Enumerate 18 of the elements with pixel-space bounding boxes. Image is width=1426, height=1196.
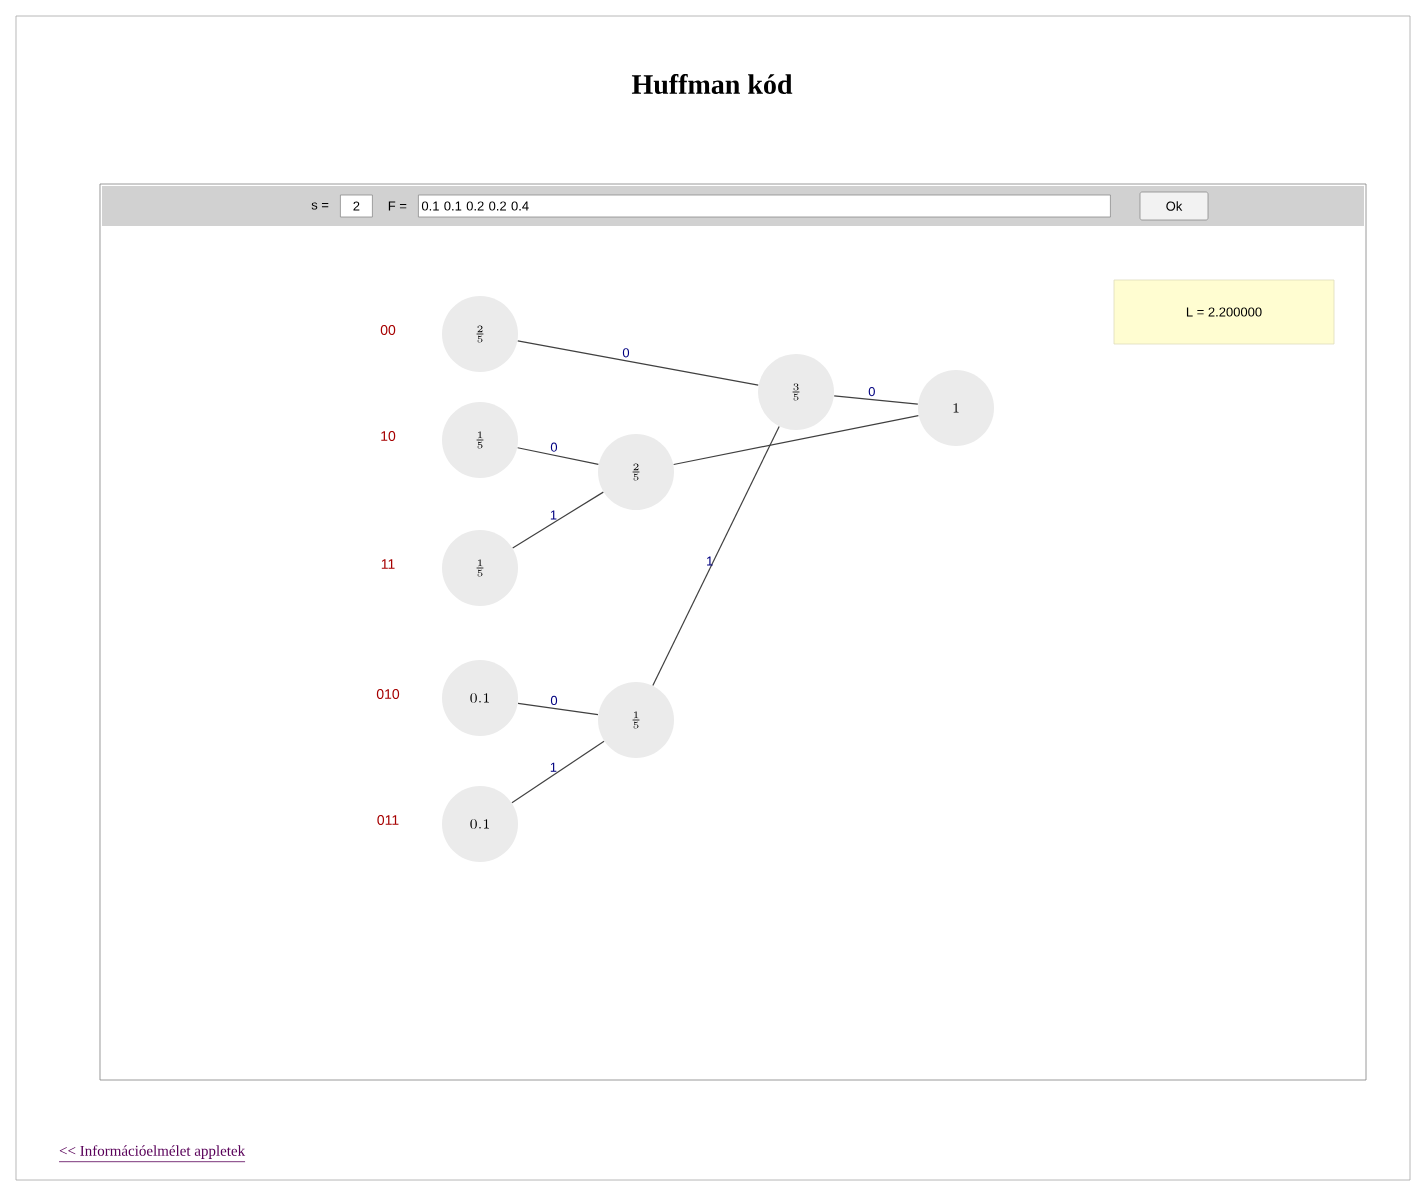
tree-node: $\frac{1}{5}$ [598,682,674,758]
tree-node: $0.1$ [442,660,518,736]
tree-edge [517,447,599,465]
tree-node: $\frac{2}{5}$ [598,434,674,510]
tree-edge [517,702,599,716]
tree-edge [511,740,605,804]
tree-edge [517,340,759,386]
tree-node: $1$ [918,370,994,446]
tree-edge [833,395,919,405]
tree-node: $\frac{1}{5}$ [442,530,518,606]
tree-node: $\frac{2}{5}$ [442,296,518,372]
tree-edge [673,414,919,466]
tree-node: $0.1$ [442,786,518,862]
tree-node: $\frac{3}{5}$ [758,354,834,430]
title: Huffman kód [631,73,793,95]
tree-edge [512,491,604,549]
tree-edge [652,425,780,687]
tree-node: $\frac{1}{5}$ [442,402,518,478]
